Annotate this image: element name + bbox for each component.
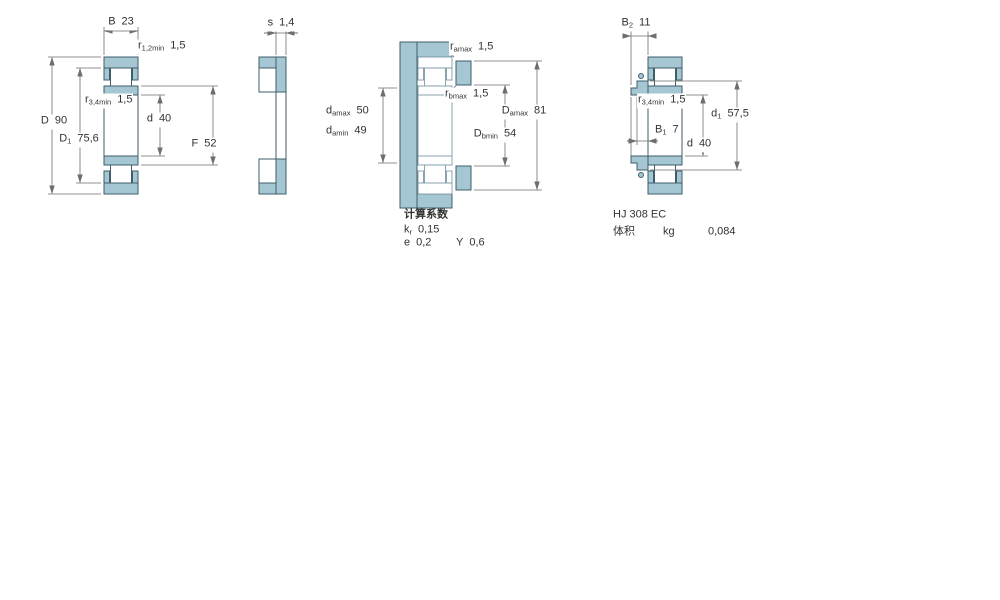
outer-ring-flange bbox=[103, 67, 110, 81]
housing-band-top bbox=[416, 41, 453, 58]
mass-unit: kg bbox=[662, 225, 676, 239]
mass-label: 体积 bbox=[612, 225, 636, 239]
roller-bottom bbox=[654, 164, 676, 184]
outer-ring-flange bbox=[647, 170, 654, 184]
outer-ring-top bbox=[647, 56, 683, 69]
outer-ring-flange bbox=[103, 170, 110, 184]
hj-lip-detail bbox=[638, 172, 644, 178]
outer-ring-flange bbox=[132, 67, 139, 81]
outer-ring-bottom bbox=[103, 182, 139, 195]
outer-ring-flange bbox=[647, 67, 654, 81]
view1-dimension-lines bbox=[48, 27, 218, 195]
housing-band-bottom bbox=[416, 193, 453, 209]
outer-ring-flange bbox=[676, 170, 683, 184]
housing-shoulder-top bbox=[455, 60, 472, 86]
view2-dimension-lines bbox=[264, 29, 298, 55]
roller-top bbox=[110, 67, 132, 87]
view4-bearing-with-hj-ring bbox=[630, 56, 683, 195]
outer-ring-flange bbox=[676, 67, 683, 81]
roller-top bbox=[654, 67, 676, 87]
housing-shoulder-bottom bbox=[455, 165, 472, 191]
view1-bearing-section bbox=[103, 56, 139, 195]
view3-dimension-lines bbox=[378, 51, 542, 191]
hj-angle-ring-bottom bbox=[630, 155, 649, 171]
view3-bearing-outline bbox=[417, 56, 453, 195]
shaft-shoulder-wall bbox=[399, 41, 418, 209]
hj-designation: HJ 308 EC bbox=[612, 208, 668, 222]
inner-ring-bottom bbox=[103, 155, 139, 166]
hj-lip-detail bbox=[638, 73, 644, 79]
roller-bottom bbox=[110, 164, 132, 184]
view2-ring-section bbox=[258, 56, 287, 195]
view3-mounting-section bbox=[399, 41, 472, 209]
outer-ring-flange bbox=[132, 170, 139, 184]
calculation-factors-title: 计算系数 bbox=[403, 208, 449, 222]
outer-ring-top bbox=[103, 56, 139, 69]
outer-ring-bottom bbox=[647, 182, 683, 195]
inner-ring-bottom bbox=[647, 155, 683, 166]
mass-value: 0,084 bbox=[707, 225, 737, 239]
